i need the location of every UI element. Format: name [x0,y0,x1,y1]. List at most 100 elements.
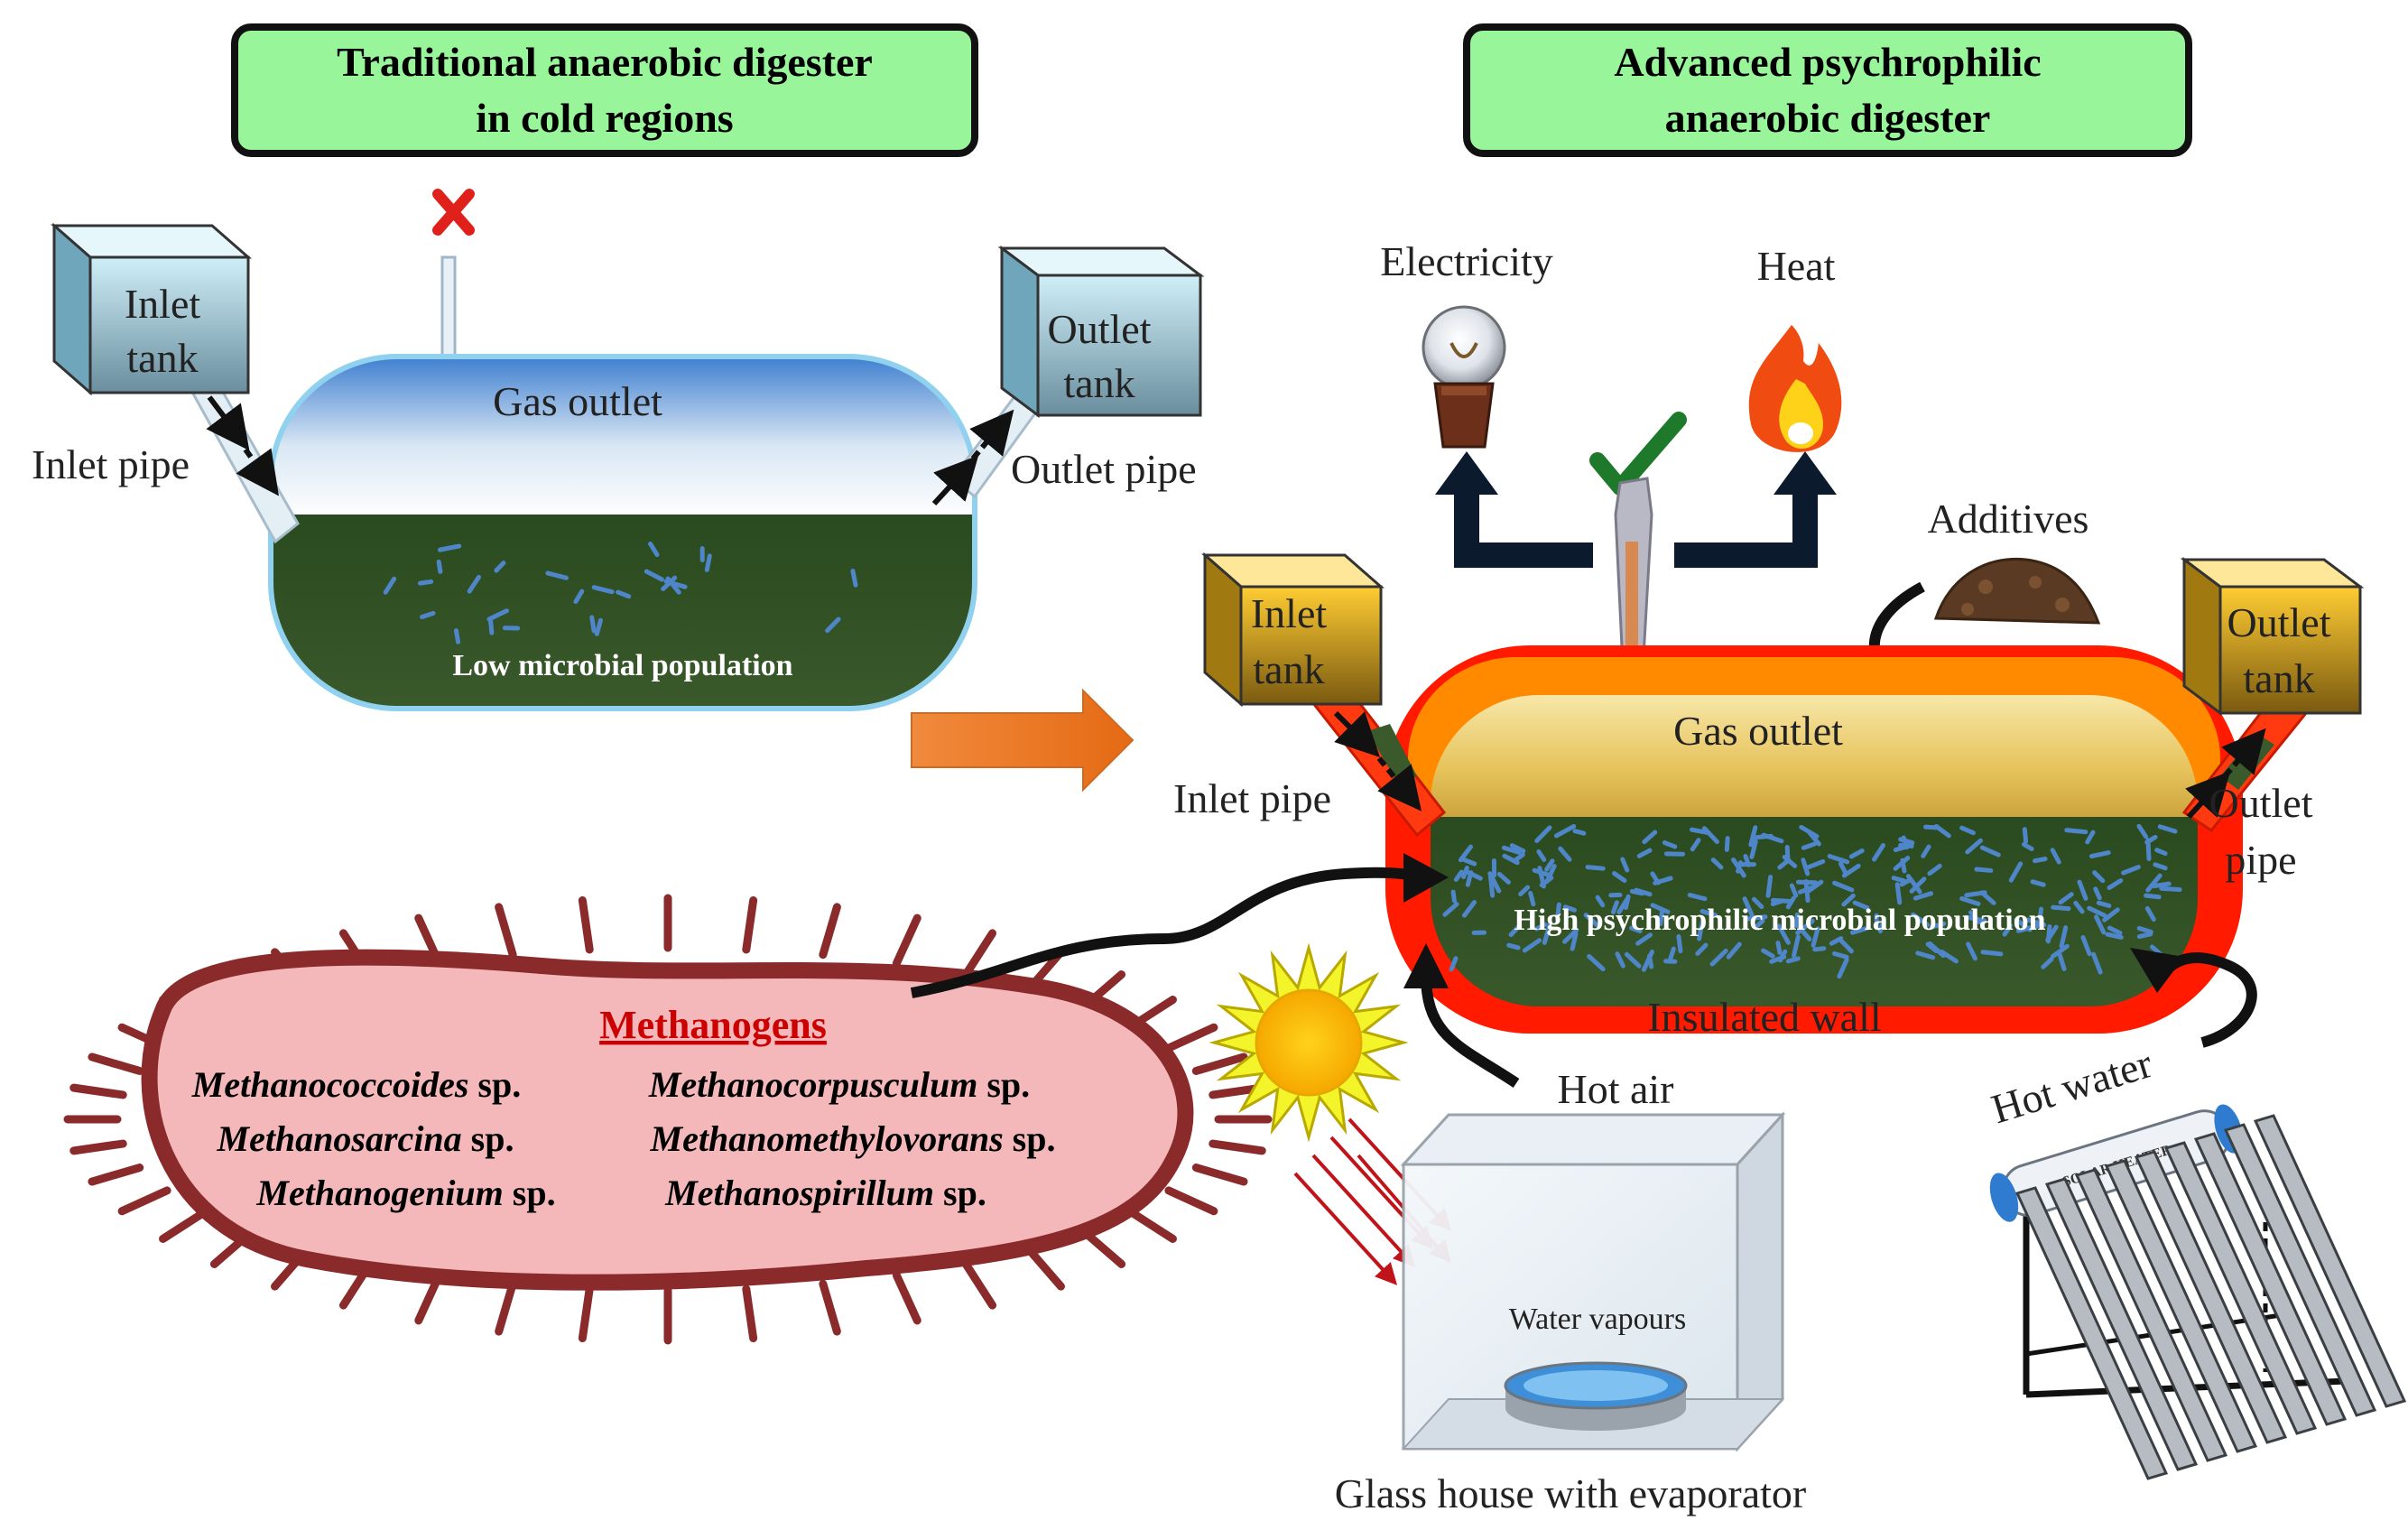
microbe [594,617,604,636]
microbe [1585,865,1606,871]
microbe [1528,890,1536,907]
traditional-digester: Gas outlet Low microbial population Inle… [32,189,1205,711]
right-inlet-tank-line1: Inlet [1251,590,1328,636]
right-outlet-tank-line1: Outlet [2227,599,2331,645]
solar-tubes [2014,1114,2407,1480]
methanogen-to-digester-arrow [910,867,1418,998]
microbe [1827,854,1850,865]
heat-output-arrow [1674,492,1818,568]
low-microbe-cluster [383,541,858,644]
microbe [1891,876,1906,884]
right-outlet-pipe-label-line2: pipe [2225,837,2296,883]
microbe [1794,912,1800,929]
microbe [1893,856,1911,871]
light-bulb-icon [1422,305,1506,449]
microbe [2002,923,2014,937]
microbe [1801,841,1817,850]
microbe [417,579,434,586]
solar-water-heater: SOLAR HEATER [1989,1104,2407,1480]
left-title-line2: in cold regions [476,95,733,141]
microbe [1542,922,1552,945]
flagellum [117,1186,171,1216]
electricity-output-arrow [1454,492,1593,568]
solar-tube [2223,1123,2377,1417]
right-outlet-pipe-label-line1: Outlet [2209,780,2313,826]
microbe [1534,922,1548,932]
microbe [589,615,597,634]
flagellum [742,895,758,954]
methanogens-title: Methanogens [599,1003,827,1047]
right-outflow-arrow-2 [2221,728,2266,778]
microbe [850,568,858,588]
right-inflow-arrow-2 [1376,756,1422,811]
transition-arrow [911,688,1135,793]
solar-tube [2044,1177,2199,1471]
microbe [1509,843,1526,854]
microbe [663,579,688,589]
microbe [1465,869,1483,881]
microbe [1620,857,1630,873]
sun-icon [1209,942,1409,1143]
inflow-arrow [206,395,250,451]
microbe [420,610,436,620]
evaporator-dish [1504,1361,1688,1431]
electricity-label: Electricity [1380,238,1553,284]
flagellum [495,1279,517,1336]
microbe [467,574,481,594]
microbe [1751,896,1764,910]
solar-tube [2193,1132,2348,1426]
microbe [1811,926,1820,948]
microbe [616,589,632,599]
microbe [2080,935,2092,957]
heat-label: Heat [1757,243,1836,289]
microbe [1832,880,1855,893]
microbe [1964,890,1987,898]
flagellum [159,1208,209,1243]
microbe [1650,903,1671,914]
microbe [591,585,615,595]
microbe [2064,828,2088,835]
left-outlet-pipe-label: Outlet pipe [1011,446,1197,492]
microbe [1534,825,1552,844]
microbe [1699,909,1718,918]
microbe [1587,954,1606,972]
right-outlet-tank-line2: tank [2243,655,2314,701]
flagellum [961,1259,997,1310]
microbe [1629,925,1643,933]
microbe [1776,923,1791,945]
microbe [1841,863,1861,878]
microbe [1745,914,1768,922]
cross-mark-icon [432,189,475,236]
microbe [1616,897,1630,915]
glass-house-label: Glass house with evaporator [1335,1470,1807,1516]
microbe [1736,860,1743,874]
microbe [825,617,841,634]
microbe [2157,824,2178,834]
microbe [1980,950,2004,957]
microbe [1872,843,1886,862]
flagellum [819,903,841,960]
flagellum [742,1284,758,1343]
additives-pile-icon [1933,557,2101,625]
microbe [2107,878,2124,890]
right-inlet-tank-line2: tank [1253,646,1324,692]
microbe [1450,889,1457,904]
microbe [644,569,664,582]
microbe [2087,905,2107,918]
microbe [1453,869,1464,882]
microbe [2144,893,2162,900]
microbe [1502,853,1520,866]
flagellum [1164,1023,1218,1052]
microbe [573,589,585,604]
species-item: Methanospirillum sp. [664,1173,986,1213]
right-inlet-tank: Inlet tank [1201,552,1385,708]
methanogen-cell: Methanogens Methanococcoides sp. Methano… [63,894,1273,1345]
microbe [2045,924,2059,942]
microbe [1848,848,1865,859]
microbe [1979,845,2001,858]
right-title-box: Advanced psychrophilic anaerobic digeste… [1463,23,2192,157]
solar-tube [2074,1168,2228,1462]
species-item: Methanocorpusculum sp. [648,1064,1030,1105]
microbe [1898,842,1914,848]
microbe [494,561,506,573]
